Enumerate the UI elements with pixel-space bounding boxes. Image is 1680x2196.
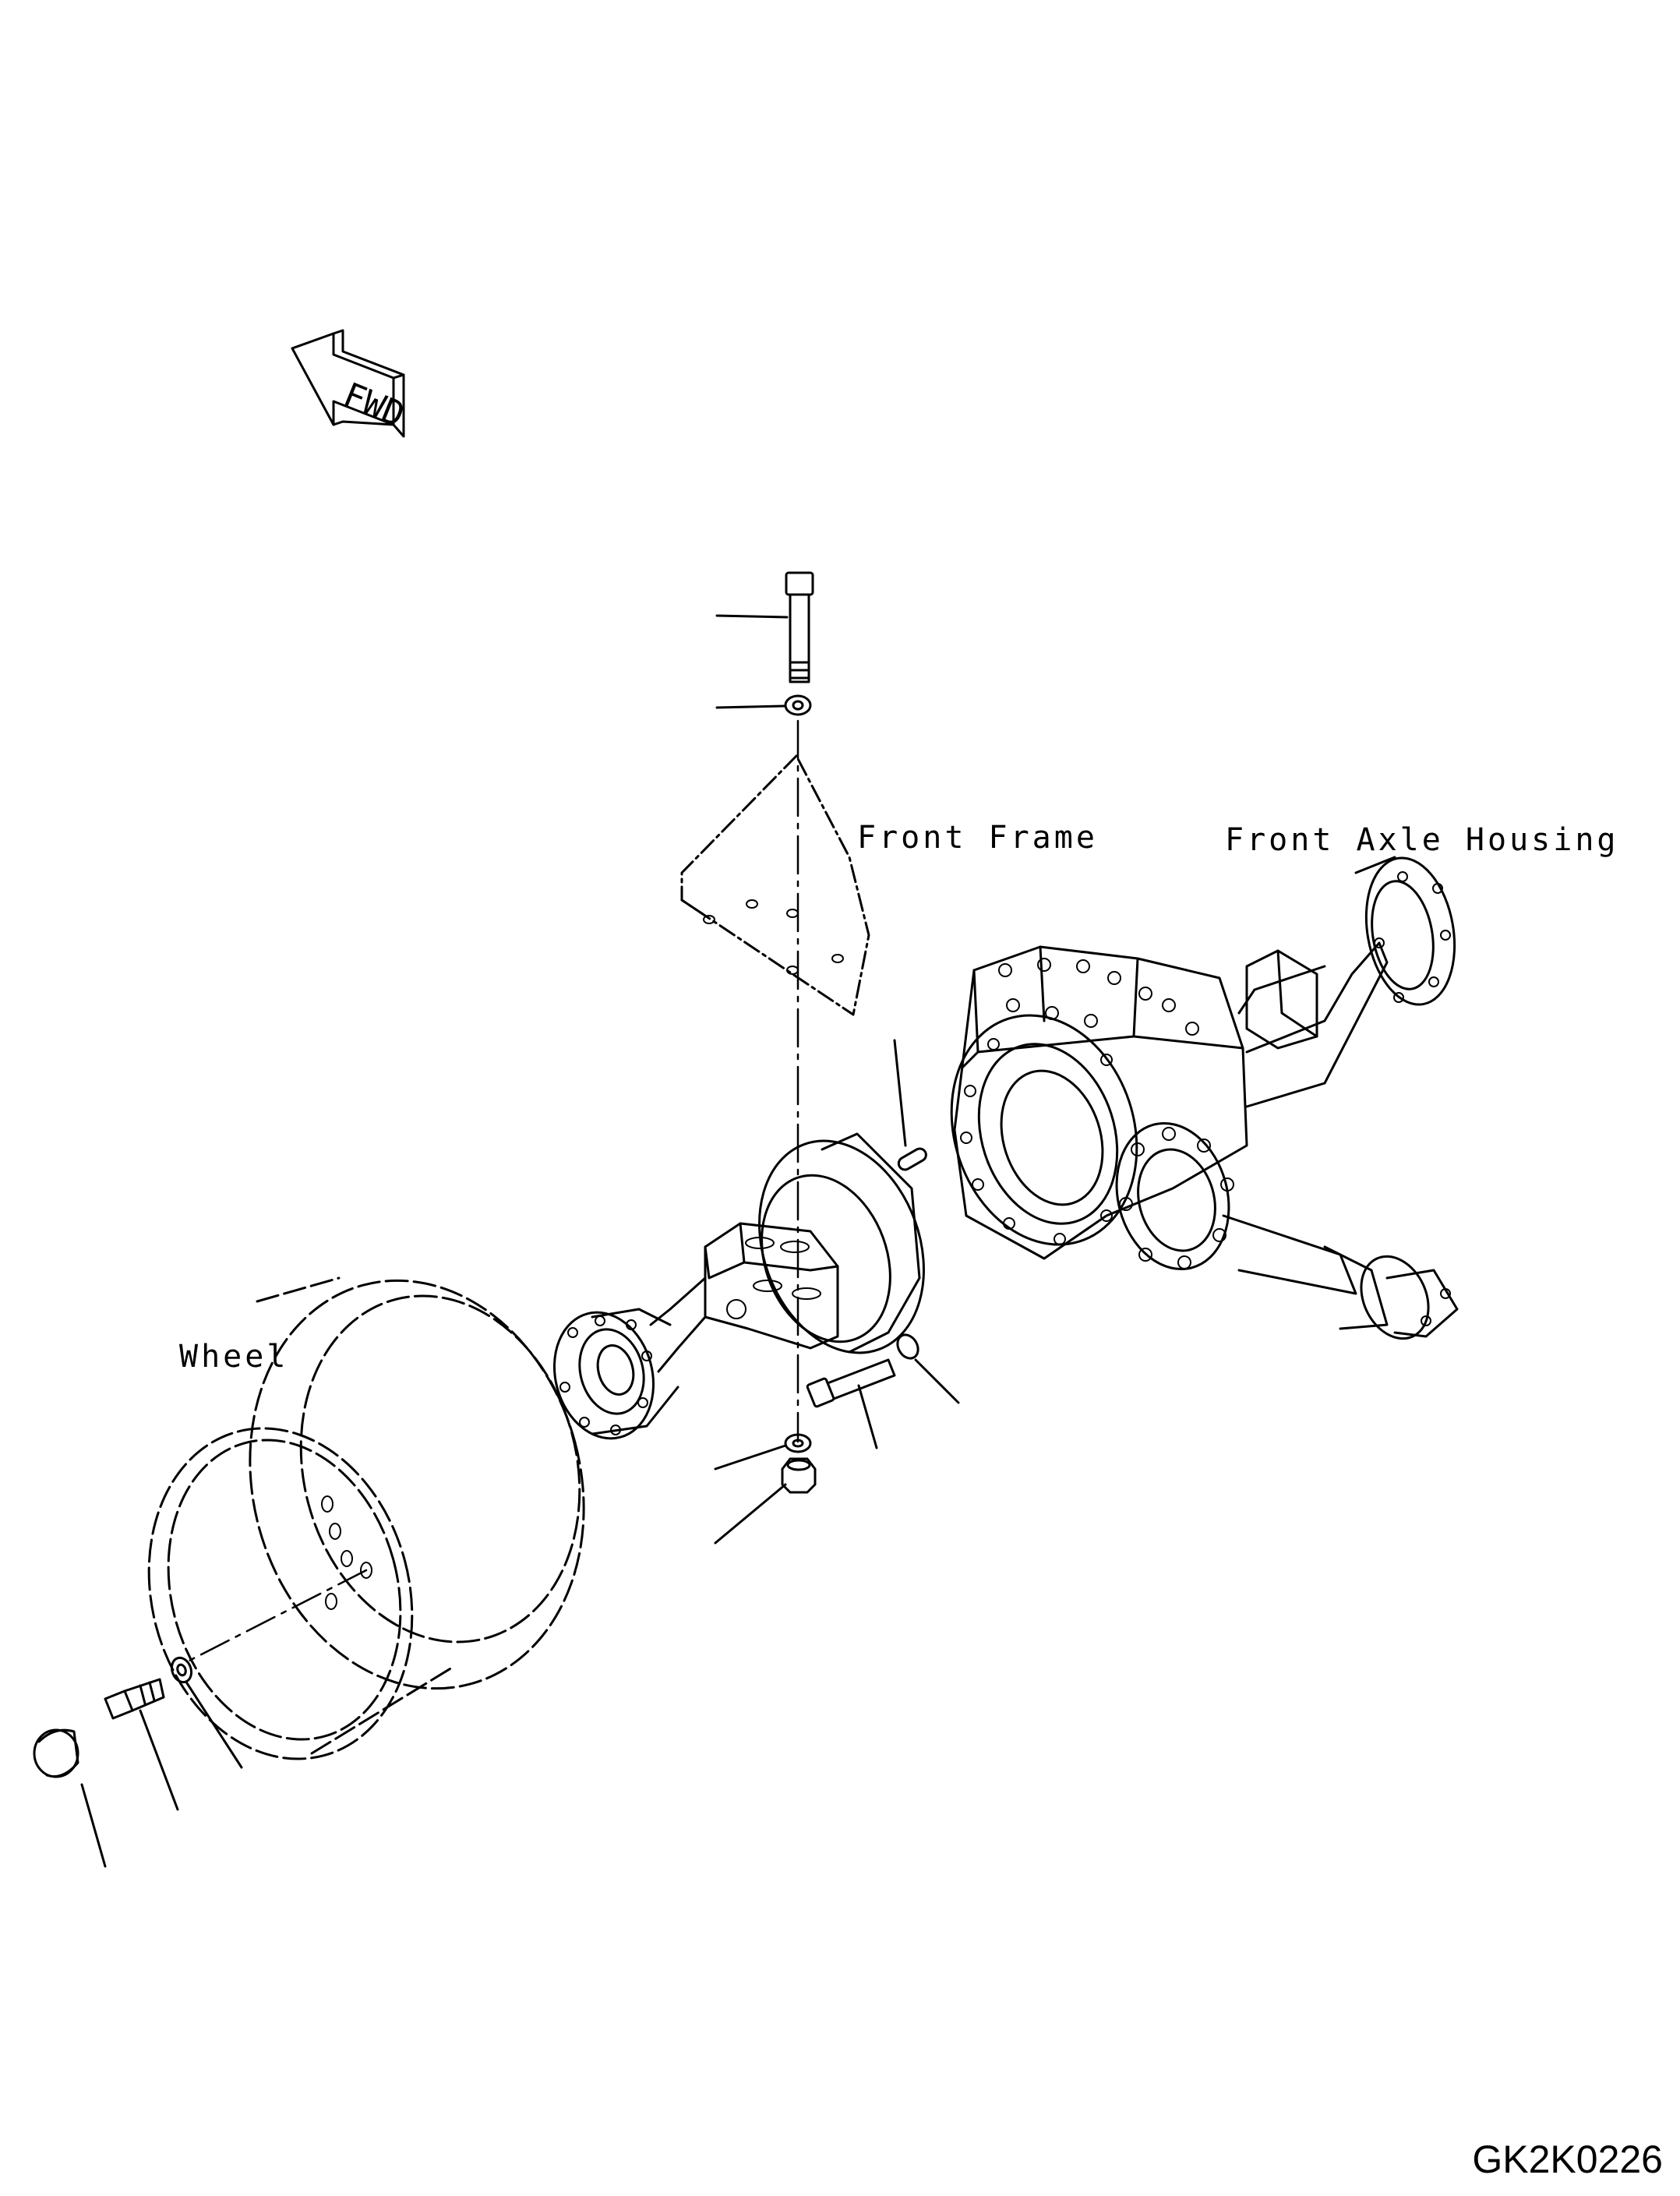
fwd-text: FWD	[337, 375, 410, 435]
front-frame-outline	[680, 754, 870, 1016]
front-axle-housing-label: Front Axle Housing	[1225, 822, 1619, 858]
leader-line	[893, 1039, 907, 1147]
wheel-label: Wheel	[179, 1339, 289, 1375]
dowel-pin	[897, 1147, 927, 1171]
wheel-rim	[147, 1276, 585, 1760]
leader-line	[80, 1783, 107, 1868]
wheel-washer	[170, 1656, 193, 1684]
wheel-center-line	[182, 1569, 368, 1665]
long-bolt	[785, 571, 814, 683]
leader-line	[715, 614, 789, 619]
frame-holes	[703, 899, 844, 975]
side-washer	[896, 1333, 919, 1360]
leader-line	[714, 1444, 787, 1470]
front-axle-housing	[950, 856, 1459, 1340]
top-washer	[784, 694, 812, 716]
fwd-arrow-icon: FWD	[291, 329, 410, 438]
lower-nut	[781, 1457, 817, 1494]
lower-washer	[784, 1433, 812, 1453]
leader-line	[714, 1483, 787, 1545]
wheel-bolt-holes	[321, 1495, 372, 1610]
drawing-number: GK2K0226	[1472, 2138, 1663, 2181]
leader-line	[857, 1384, 878, 1449]
leader-line	[914, 1358, 960, 1404]
wheel-cap	[33, 1728, 79, 1778]
leader-line	[185, 1682, 243, 1769]
left-axle-assembly	[552, 1132, 925, 1440]
front-frame-label: Front Frame	[857, 820, 1098, 856]
side-bolt	[806, 1358, 896, 1408]
wheel-bolt	[104, 1678, 165, 1720]
leader-line	[715, 704, 785, 709]
leader-line	[139, 1709, 179, 1811]
